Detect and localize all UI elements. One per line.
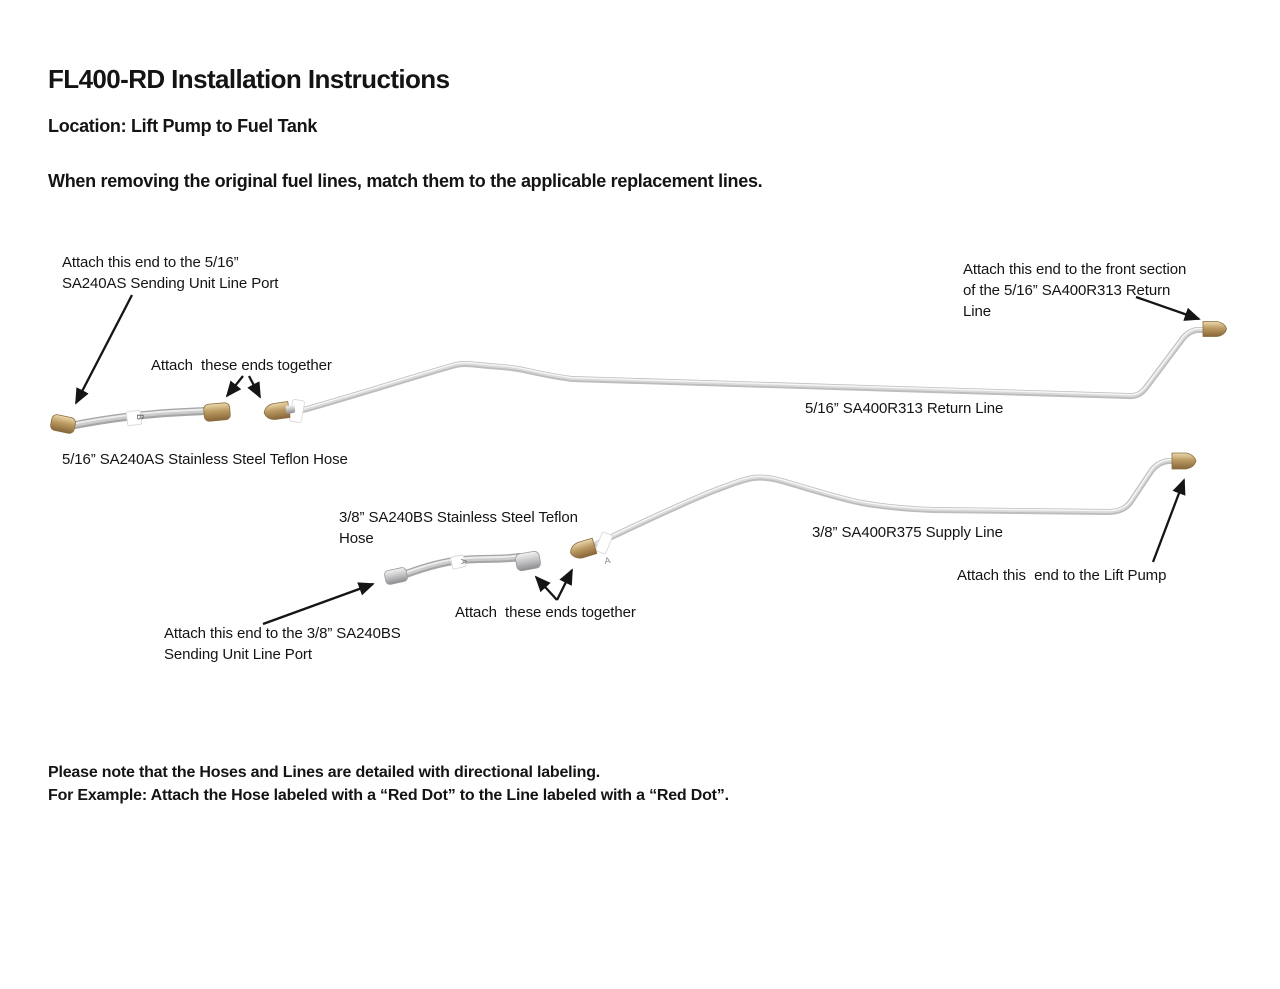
- return-line-right-brass-fitting: [1202, 321, 1227, 337]
- return-line-left-brass-fitting: [263, 401, 296, 420]
- hose-516: [66, 407, 208, 430]
- label-supply-line: 3/8” SA400R375 Supply Line: [812, 524, 1003, 541]
- supply-line-right-brass-fitting: [1171, 452, 1197, 470]
- return-line-tube: [300, 327, 1208, 413]
- footer-note-line1: Please note that the Hoses and Lines are…: [48, 764, 601, 781]
- supply-line-direction-marking: A: [604, 555, 612, 566]
- annotation-attach-516-sending-unit: Attach this end to the 5/16” SA240AS Sen…: [62, 254, 279, 292]
- supply-line-tube: [594, 458, 1177, 547]
- annotation-attach-38-sending-unit: Attach this end to the 3/8” SA240BS Send…: [164, 625, 401, 663]
- hose-516-band: [125, 409, 143, 427]
- hose-38-left-silver-fitting: [384, 567, 408, 585]
- annotation-attach-lift-pump: Attach this end to the Lift Pump: [957, 567, 1167, 584]
- hose-38-band: [450, 554, 466, 570]
- hose-38-band-marking: A: [459, 558, 468, 565]
- supply-line-retainer-clip: [595, 531, 613, 555]
- intro-instruction: When removing the original fuel lines, m…: [48, 171, 763, 191]
- location-subtitle: Location: Lift Pump to Fuel Tank: [48, 116, 318, 136]
- arrow-together-bottom-left: [534, 575, 558, 601]
- label-hose-516: 5/16” SA240AS Stainless Steel Teflon Hos…: [62, 451, 348, 468]
- page-title: FL400-RD Installation Instructions: [48, 64, 450, 94]
- annotation-attach-front-section: Attach this end to the front section of …: [963, 261, 1187, 320]
- supply-line-left-brass-fitting: [570, 537, 598, 559]
- footer-note-line2: For Example: Attach the Hose labeled wit…: [48, 787, 729, 804]
- arrow-to-38-sending-unit-end: [262, 582, 375, 626]
- arrow-to-return-line-front-end: [1135, 295, 1201, 321]
- arrow-to-lift-pump-end: [1151, 478, 1186, 563]
- annotation-attach-ends-together-top: Attach these ends together: [151, 357, 332, 374]
- arrow-together-bottom-right: [555, 568, 574, 601]
- hose-516-left-brass-fitting: [50, 414, 76, 434]
- arrow-together-top-right: [247, 375, 262, 399]
- annotation-attach-ends-together-bottom: Attach these ends together: [455, 604, 636, 621]
- hose-38-right-silver-fitting: [515, 550, 541, 572]
- label-return-line: 5/16” SA400R313 Return Line: [805, 400, 1004, 417]
- hose-516-band-marking: B: [135, 414, 145, 420]
- arrow-together-top-left: [225, 375, 244, 398]
- label-hose-38: 3/8” SA240BS Stainless Steel Teflon Hose: [339, 509, 578, 547]
- hose-516-right-brass-fitting: [203, 402, 231, 422]
- arrow-to-516-sending-unit-end: [74, 294, 134, 405]
